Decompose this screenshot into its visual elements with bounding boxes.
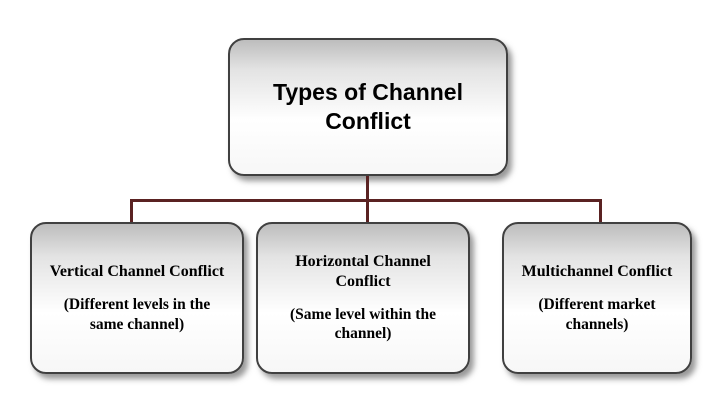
connector-drop-left bbox=[130, 199, 133, 223]
child-node-title: Horizontal Channel Conflict bbox=[295, 253, 431, 290]
root-node-title: Types of Channel Conflict bbox=[273, 79, 463, 134]
child-node-subtitle: (Different levels in the same channel) bbox=[63, 296, 211, 333]
root-node-types-of-channel-conflict: Types of Channel Conflict bbox=[228, 38, 508, 176]
child-node-vertical-channel-conflict: Vertical Channel Conflict (Different lev… bbox=[30, 222, 244, 374]
connector-stem-line bbox=[366, 176, 369, 202]
child-node-subtitle: (Same level within the channel) bbox=[290, 305, 436, 343]
connector-drop-center bbox=[366, 199, 369, 223]
child-node-subtitle: (Different market channels) bbox=[538, 296, 656, 333]
child-node-multichannel-conflict: Multichannel Conflict (Different market … bbox=[502, 222, 692, 374]
child-node-title: Multichannel Conflict bbox=[521, 263, 673, 281]
connector-drop-right bbox=[599, 199, 602, 223]
child-node-horizontal-channel-conflict: Horizontal Channel Conflict (Same level … bbox=[256, 222, 470, 374]
child-node-title: Vertical Channel Conflict bbox=[49, 263, 225, 281]
